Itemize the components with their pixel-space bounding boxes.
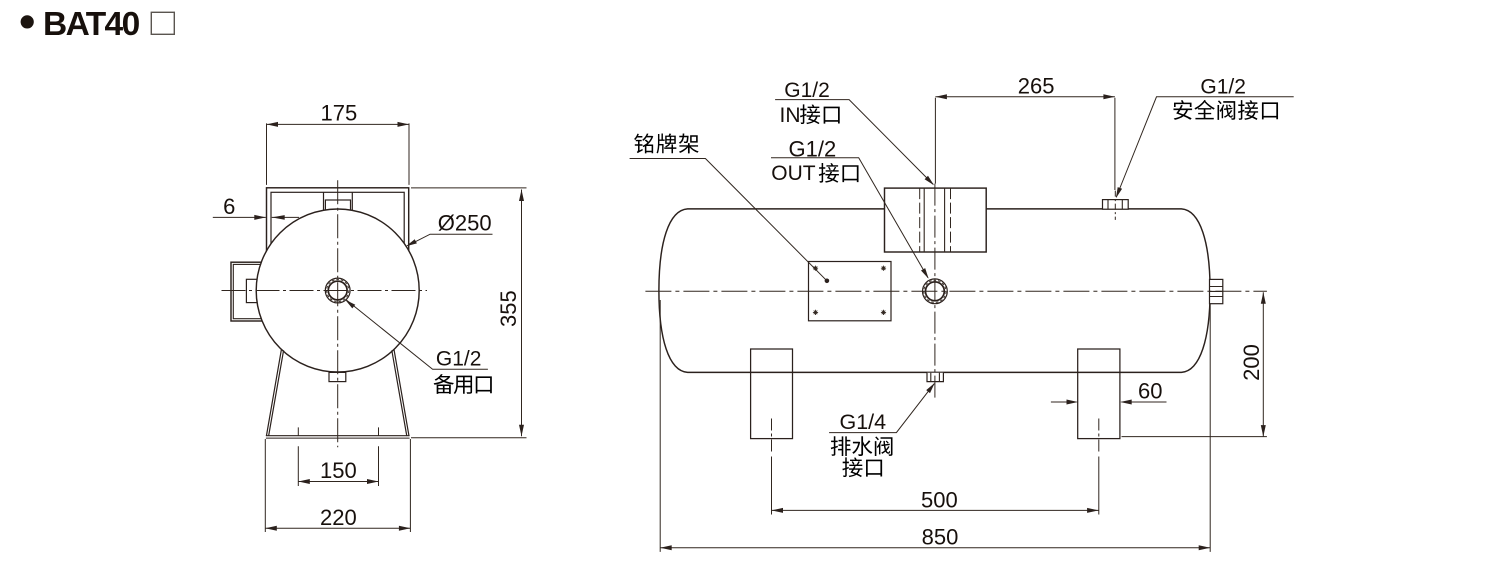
svg-text:OUT: OUT — [771, 162, 816, 185]
svg-text:Ø250: Ø250 — [438, 211, 492, 236]
svg-text:220: 220 — [320, 505, 357, 530]
svg-text:BAT40: BAT40 — [43, 6, 140, 43]
svg-text:500: 500 — [921, 487, 958, 512]
svg-text:IN: IN — [780, 104, 801, 127]
svg-text:265: 265 — [1018, 74, 1055, 99]
svg-text:150: 150 — [320, 458, 357, 483]
svg-text:60: 60 — [1138, 379, 1162, 404]
svg-text:G1/2: G1/2 — [789, 136, 837, 161]
svg-text:G1/2: G1/2 — [784, 79, 830, 102]
svg-text:175: 175 — [321, 101, 358, 126]
svg-text:355: 355 — [496, 290, 521, 327]
svg-text:6: 6 — [223, 194, 235, 219]
svg-text:G1/2: G1/2 — [1200, 75, 1246, 98]
svg-text:850: 850 — [922, 525, 959, 550]
svg-text:G1/2: G1/2 — [436, 348, 482, 371]
svg-text:200: 200 — [1239, 344, 1264, 381]
svg-text:G1/4: G1/4 — [840, 410, 887, 434]
